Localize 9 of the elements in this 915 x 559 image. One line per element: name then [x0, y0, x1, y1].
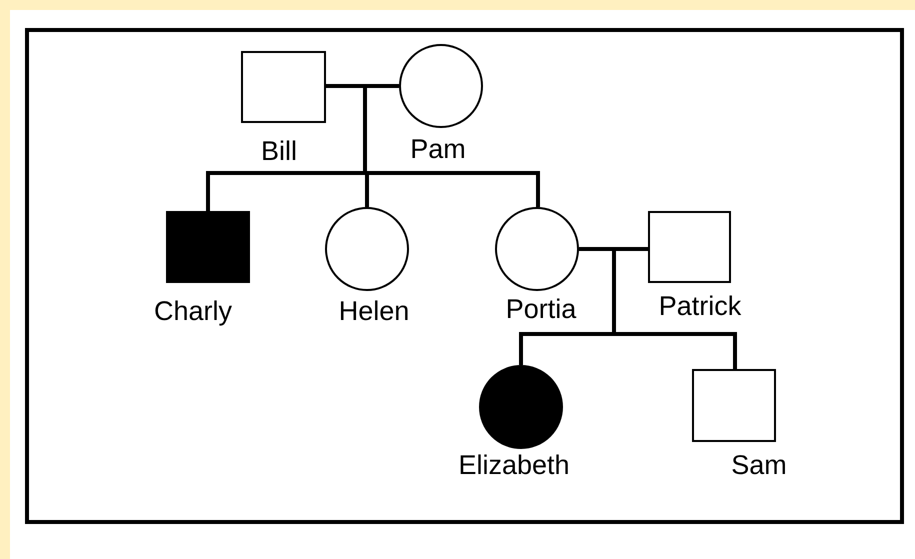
person-name: Charly [154, 298, 232, 325]
pedigree-line [579, 247, 737, 369]
person-name: Sam [731, 452, 787, 479]
person-name: Bill [261, 138, 297, 165]
person-name: Patrick [658, 293, 742, 320]
person-name: Elizabeth [458, 452, 570, 479]
person-name: Pam [410, 136, 466, 163]
person-name: Portia [506, 296, 576, 323]
person-name: Helen [338, 298, 410, 325]
